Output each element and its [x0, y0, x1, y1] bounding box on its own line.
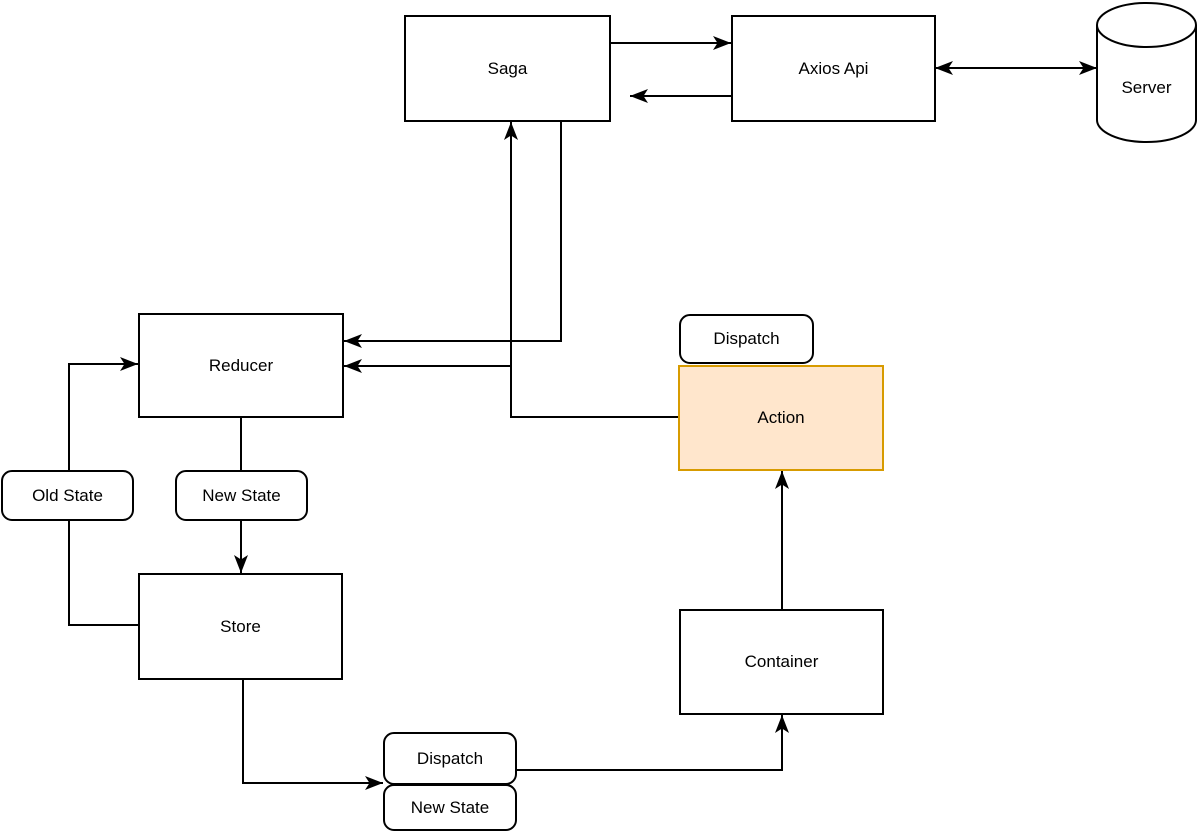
- node-saga: Saga: [404, 15, 611, 122]
- node-axios-api: Axios Api: [731, 15, 936, 122]
- node-store: Store: [138, 573, 343, 680]
- node-container-label: Container: [744, 652, 819, 671]
- node-new-state-store: New State: [383, 784, 517, 831]
- node-server-label: Server: [1121, 78, 1172, 97]
- node-server-shape: [1096, 2, 1197, 143]
- edge-dispatch-to-container: [517, 715, 789, 771]
- node-action: Action: [678, 365, 884, 471]
- edge-saga-to-reducer: [344, 121, 562, 348]
- node-new-state: New State: [175, 470, 308, 521]
- node-dispatch-action-label: Dispatch: [713, 329, 780, 348]
- node-new-state-store-label: New State: [410, 797, 490, 817]
- node-dispatch-action: Dispatch: [679, 314, 814, 364]
- node-reducer-label: Reducer: [208, 355, 274, 375]
- node-new-state-label: New State: [202, 485, 281, 505]
- node-store-label: Store: [220, 616, 261, 636]
- edge-store-oldstate-reducer: [68, 364, 138, 626]
- edge-action-to-reducer: [344, 359, 678, 418]
- node-container: Container: [679, 609, 884, 715]
- node-reducer: Reducer: [138, 313, 344, 418]
- node-axios-api-label: Axios Api: [798, 58, 869, 78]
- node-old-state-label: Old State: [32, 485, 103, 505]
- edge-action-to-saga: [504, 122, 678, 418]
- node-dispatch-store: Dispatch: [383, 732, 517, 785]
- edge-store-to-dispatch: [242, 680, 383, 790]
- node-action-label: Action: [757, 408, 805, 427]
- node-old-state: Old State: [1, 470, 134, 521]
- node-dispatch-store-label: Dispatch: [416, 748, 484, 768]
- node-saga-label: Saga: [487, 58, 528, 78]
